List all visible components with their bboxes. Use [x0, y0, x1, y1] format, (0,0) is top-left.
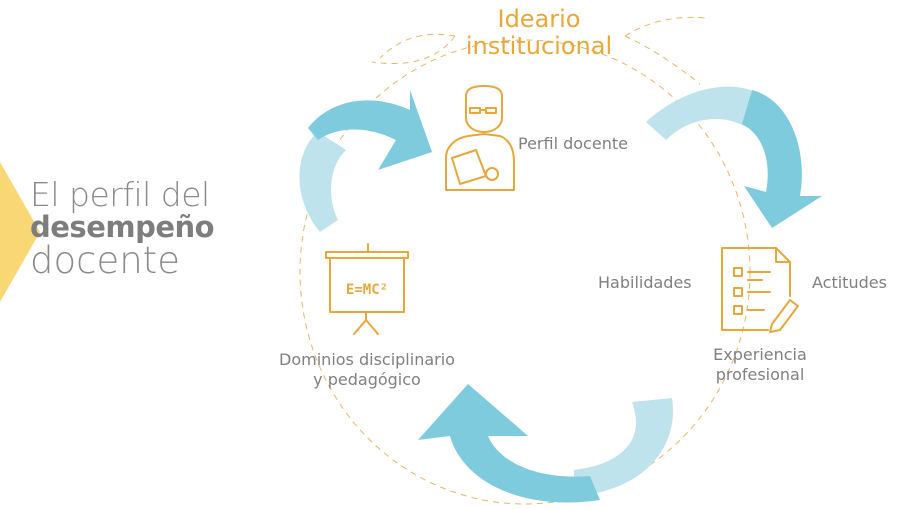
yellow-triangle-decoration	[0, 162, 40, 302]
ideario-dashed-left2	[371, 35, 456, 65]
arrow-bottom-head	[418, 384, 600, 503]
experiencia-label: Experiencia profesional	[700, 345, 820, 385]
ideario-dashed-right2	[624, 35, 701, 85]
ideario-dashed-right	[624, 16, 706, 37]
ideario-dashed-left	[379, 33, 456, 59]
dominios-line-1: Dominios disciplinario	[279, 350, 455, 369]
arrow-top-right-head	[742, 90, 822, 228]
arrow-bottom-tail	[574, 398, 674, 496]
arrow-top-left-head	[308, 90, 432, 170]
dominios-label: Dominios disciplinario y pedagógico	[262, 350, 472, 390]
title-line-3: docente	[30, 239, 180, 282]
blackboard-formula-text: E=MC²	[346, 282, 388, 298]
ideario-label: Ideario institucional	[455, 6, 623, 60]
ideario-line-2: institucional	[465, 31, 613, 60]
dominios-line-2: y pedagógico	[313, 370, 421, 389]
perfil-docente-label: Perfil docente	[518, 134, 628, 153]
page-title: El perfil del desempeño docente	[30, 175, 215, 282]
title-line-2: desempeño	[30, 210, 215, 244]
experiencia-line-2: profesional	[715, 365, 805, 384]
blackboard-formula-icon	[325, 243, 409, 335]
teacher-icon	[445, 85, 515, 191]
habilidades-label: Habilidades	[598, 273, 692, 292]
arrow-top-right-tail	[646, 86, 762, 140]
ideario-line-1: Ideario	[497, 5, 581, 33]
checklist-document-icon	[721, 247, 799, 333]
actitudes-label: Actitudes	[812, 273, 887, 292]
experiencia-line-1: Experiencia	[713, 345, 807, 364]
arrow-top-left-tail	[299, 132, 346, 232]
title-line-1: El perfil del	[30, 175, 210, 214]
